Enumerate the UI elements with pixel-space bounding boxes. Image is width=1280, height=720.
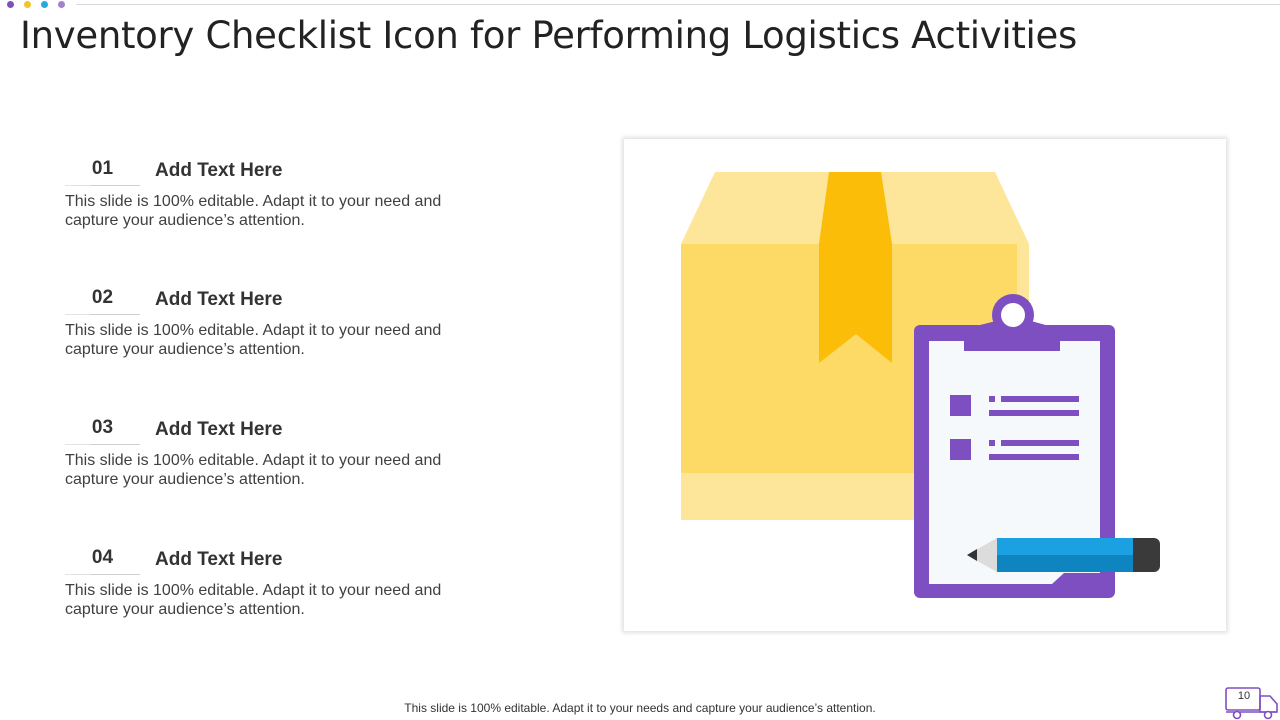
item-description: This slide is 100% editable. Adapt it to…: [65, 322, 442, 358]
item-number-box: 02: [65, 286, 140, 315]
item-heading: Add Text Here: [155, 549, 283, 570]
slide-title: Inventory Checklist Icon for Performing …: [20, 14, 1077, 57]
footer-note: This slide is 100% editable. Adapt it to…: [404, 701, 876, 715]
inventory-illustration: [681, 172, 1160, 598]
item-description: This slide is 100% editable. Adapt it to…: [65, 582, 442, 618]
illustration-card: [624, 139, 1226, 631]
decoration-dot: [24, 1, 31, 8]
item-description: This slide is 100% editable. Adapt it to…: [65, 193, 442, 229]
item-heading: Add Text Here: [155, 419, 283, 440]
decoration-dot: [41, 1, 48, 8]
item-number: 03: [91, 417, 114, 438]
item-description: This slide is 100% editable. Adapt it to…: [65, 452, 442, 488]
decoration-dot: [58, 1, 65, 8]
clipboard-checklist-icon: [914, 294, 1115, 598]
top-divider: [76, 4, 1280, 5]
pencil-icon: [967, 538, 1160, 572]
item-heading: Add Text Here: [155, 289, 283, 310]
delivery-truck-icon: [1225, 687, 1278, 720]
item-number: 02: [91, 287, 114, 308]
page-number: 10: [1237, 690, 1251, 702]
top-decoration-dots: [7, 1, 65, 8]
item-heading: Add Text Here: [155, 160, 283, 181]
decoration-dot: [7, 1, 14, 8]
item-number: 04: [91, 547, 114, 568]
item-number-box: 01: [65, 157, 140, 186]
item-number: 01: [91, 158, 114, 179]
item-number-box: 04: [65, 546, 140, 575]
item-number-box: 03: [65, 416, 140, 445]
